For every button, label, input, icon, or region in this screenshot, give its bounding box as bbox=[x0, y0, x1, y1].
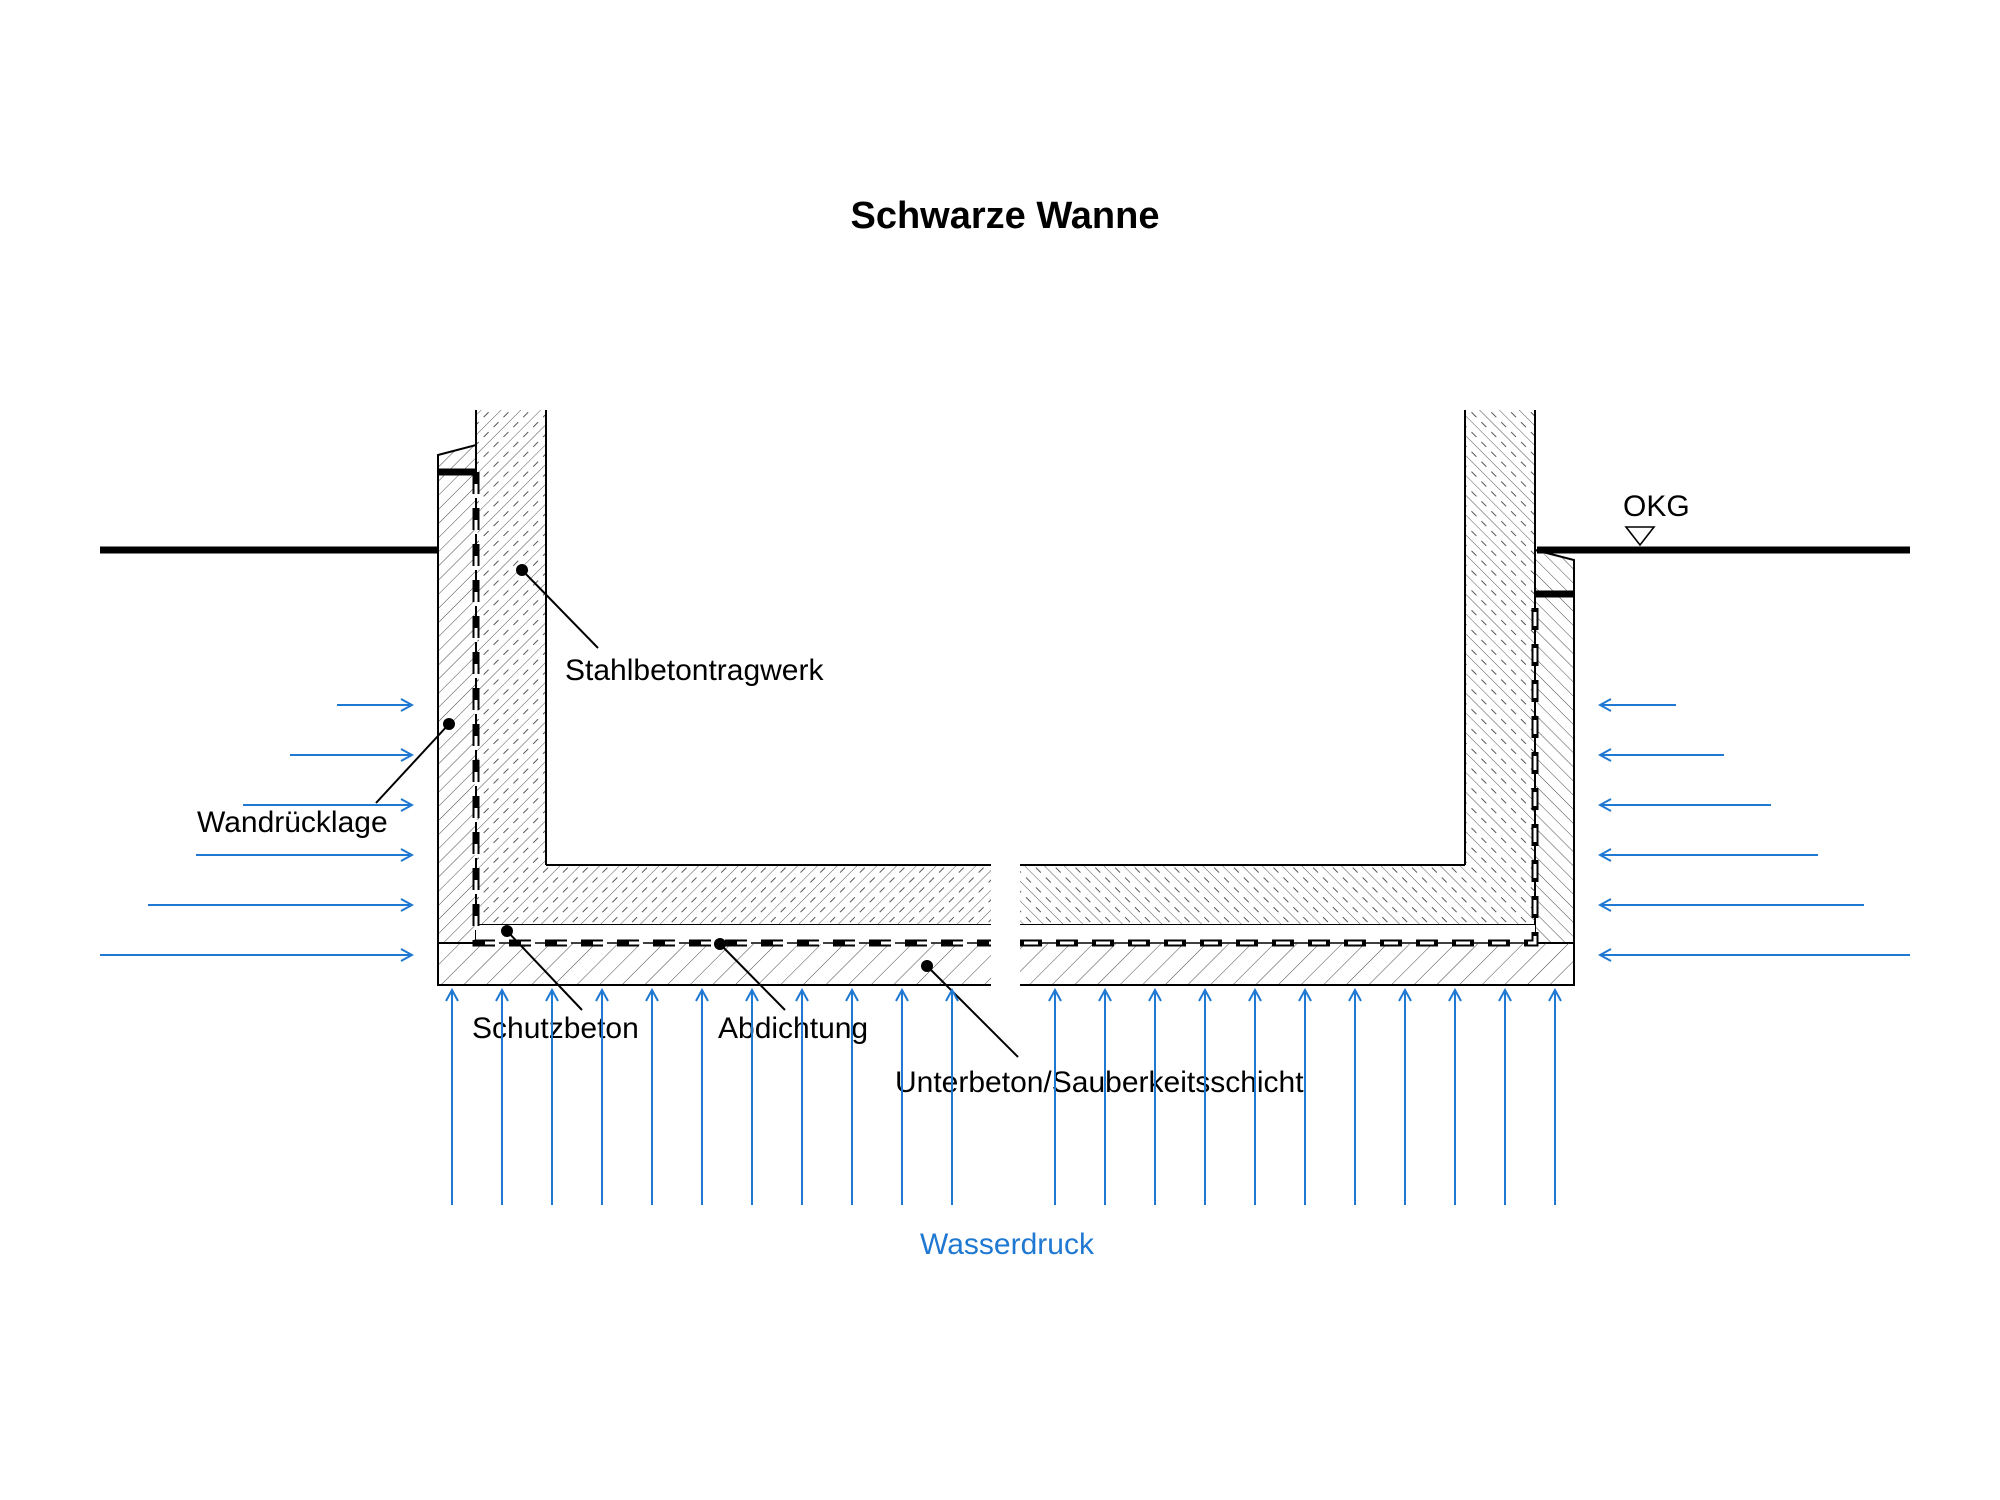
water-pressure-arrows-bottom bbox=[452, 990, 1555, 1205]
wandruecklage-right bbox=[1534, 548, 1575, 944]
stahlbeton-wall-left bbox=[476, 410, 546, 865]
okg-level-marker: OKG bbox=[1623, 490, 1690, 547]
okg-label: OKG bbox=[1623, 490, 1690, 523]
stahlbeton-slab-right bbox=[1020, 865, 1535, 925]
schutzbeton-right bbox=[1020, 925, 1535, 943]
schutzbeton-left bbox=[476, 925, 991, 943]
leader-schutzbeton bbox=[501, 925, 583, 1011]
unterbeton-right bbox=[1020, 943, 1574, 985]
wandruecklage-left bbox=[437, 443, 477, 944]
water-pressure-arrows-right bbox=[1600, 705, 1910, 955]
label-wasserdruck: Wasserdruck bbox=[920, 1228, 1095, 1261]
abdichtung-membrane-left bbox=[438, 468, 991, 947]
leader-abdichtung bbox=[714, 938, 786, 1011]
water-pressure-arrows-left bbox=[100, 705, 412, 955]
stahlbeton-wall-right bbox=[1465, 410, 1535, 865]
leader-wandruecklage bbox=[375, 718, 455, 804]
leader-unterbeton bbox=[921, 960, 1019, 1058]
label-schutzbeton: Schutzbeton bbox=[472, 1012, 639, 1045]
level-triangle-icon bbox=[1624, 526, 1656, 547]
label-unterbeton: Unterbeton/Sauberkeitsschicht bbox=[895, 1066, 1304, 1099]
stahlbeton-slab-left bbox=[476, 865, 991, 925]
label-abdichtung: Abdichtung bbox=[718, 1012, 868, 1045]
abdichtung-membrane-right bbox=[1020, 590, 1574, 947]
leader-stahlbetontragwerk bbox=[516, 564, 599, 649]
diagram-title: Schwarze Wanne bbox=[850, 195, 1159, 237]
label-wandruecklage: Wandrücklage bbox=[197, 806, 388, 839]
label-stahlbetontragwerk: Stahlbetontragwerk bbox=[565, 654, 824, 687]
unterbeton-left bbox=[438, 943, 991, 985]
